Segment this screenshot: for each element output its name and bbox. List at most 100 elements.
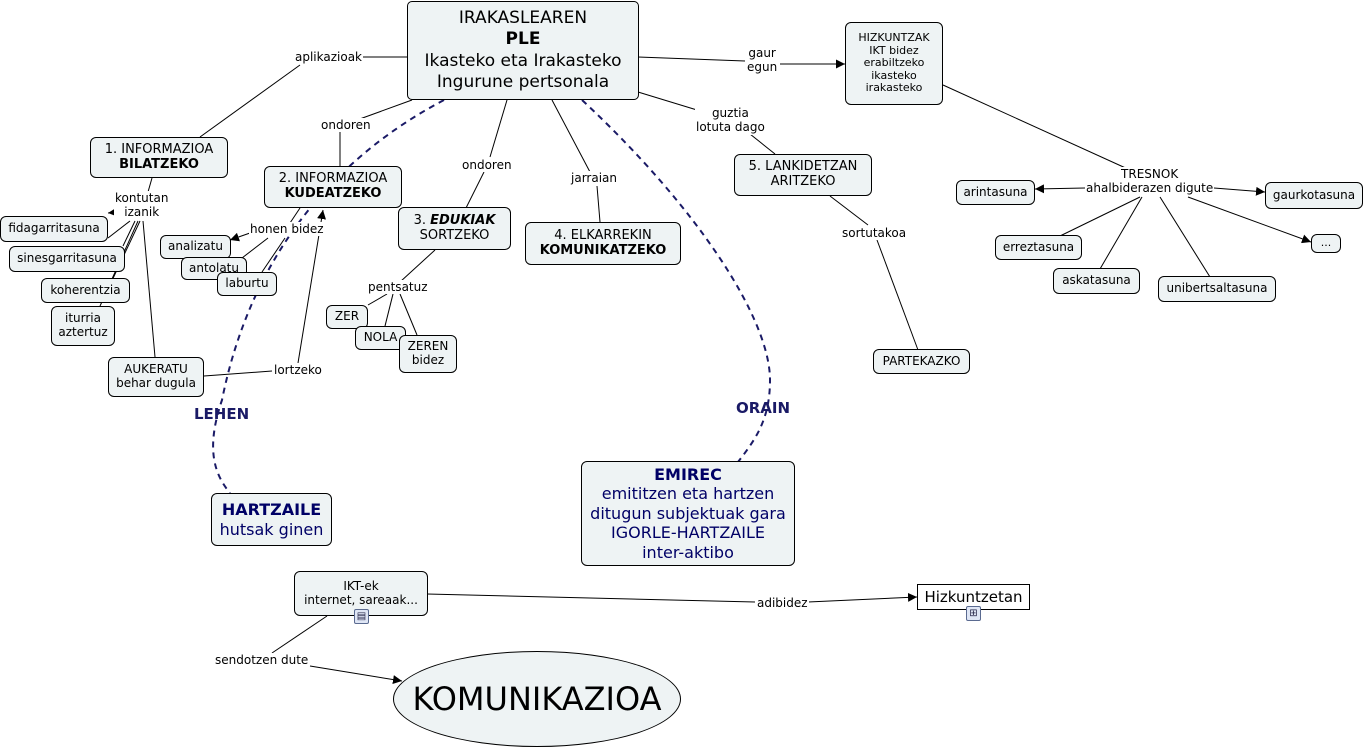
edge-hizkuntzak-tresnok bbox=[942, 84, 1131, 171]
edge-adibidez-hizkuntzetan bbox=[807, 592, 918, 603]
node-partekazko[interactable]: PARTEKAZKO bbox=[873, 349, 970, 374]
emirec-line5: inter-aktibo bbox=[642, 542, 734, 562]
tresnok-line2: ahalbiderazen digute bbox=[1086, 181, 1214, 196]
edge-honen-analizatu bbox=[229, 232, 251, 242]
node-more[interactable]: ... bbox=[1311, 234, 1341, 253]
node-askatasuna[interactable]: askatasuna bbox=[1053, 268, 1140, 294]
node-ikt[interactable]: IKT-ek internet, sareaak... bbox=[294, 571, 428, 616]
edge-pentsatuz-zer bbox=[367, 293, 388, 306]
guztia-line1: guztia bbox=[711, 106, 749, 120]
edge-center-ondoren2 bbox=[489, 99, 508, 158]
node-koherentzia[interactable]: koherentzia bbox=[41, 278, 130, 303]
node-hartzaile[interactable]: HARTZAILE hutsak ginen bbox=[211, 493, 332, 546]
node-nola[interactable]: NOLA bbox=[355, 326, 406, 350]
edge-sendotzen-komunikazioa bbox=[309, 665, 403, 684]
node-erreztasuna[interactable]: erreztasuna bbox=[995, 235, 1082, 260]
link-jarraian: jarraian bbox=[570, 171, 618, 186]
ikt-line2: internet, sareaak... bbox=[304, 592, 418, 607]
link-pentsatuz: pentsatuz bbox=[367, 280, 429, 295]
aukeratu-line1: AUKERATU bbox=[124, 362, 188, 377]
link-ondoren-1: ondoren bbox=[320, 118, 372, 133]
node-laburtu[interactable]: laburtu bbox=[217, 272, 277, 296]
hartzaile-line1: HARTZAILE bbox=[221, 499, 322, 519]
hizkuntzak-line5: irakasteko bbox=[865, 81, 923, 95]
node-unibertsaltasuna[interactable]: unibertsaltasuna bbox=[1158, 276, 1276, 302]
node-kudeatzeko[interactable]: 2. INFORMAZIOA KUDEATZEKO bbox=[264, 166, 402, 208]
edge-dashed-lehen bbox=[212, 99, 445, 494]
link-lortzeko: lortzeko bbox=[273, 363, 323, 378]
guztia-line2: lotuta dago bbox=[696, 120, 765, 135]
link-sendotzen: sendotzen dute bbox=[214, 653, 310, 668]
emirec-line4: IGORLE-HARTZAILE bbox=[611, 523, 765, 543]
lankidetzan-line2: ARITZEKO bbox=[770, 174, 836, 189]
elkarrekin-line2: KOMUNIKATZEKO bbox=[539, 242, 667, 258]
edge-tresnok-more bbox=[1187, 196, 1312, 244]
bilatzeko-line1: 1. INFORMAZIOA bbox=[104, 141, 214, 157]
node-sinesgarritasuna[interactable]: sinesgarritasuna bbox=[9, 246, 125, 272]
node-komunikazioa[interactable]: KOMUNIKAZIOA bbox=[393, 651, 681, 747]
link-kontutan: kontutan izanik bbox=[114, 191, 170, 220]
annotation-orain: ORAIN bbox=[736, 399, 791, 417]
edge-kontutan-sinesgarritasuna bbox=[122, 220, 136, 247]
node-zer[interactable]: ZER bbox=[326, 305, 368, 329]
aukeratu-line2: behar dugula bbox=[116, 376, 196, 390]
link-ondoren-2: ondoren bbox=[461, 158, 513, 173]
iturria-line1: iturria bbox=[65, 311, 101, 326]
central-topic-line3: Ikasteko eta Irakasteko bbox=[424, 50, 622, 71]
kontutan-line2: izanik bbox=[124, 205, 160, 220]
edge-tresnok-arintasuna bbox=[1034, 184, 1086, 194]
edukiak-line2: SORTZEKO bbox=[419, 227, 490, 243]
gaur-line2: egun bbox=[747, 60, 778, 75]
node-aukeratu[interactable]: AUKERATU behar dugula bbox=[108, 357, 204, 397]
edukiak-emph: EDUKIAK bbox=[430, 212, 496, 228]
edge-pentsatuz-nola bbox=[384, 293, 394, 327]
node-fidagarritasuna[interactable]: fidagarritasuna bbox=[0, 216, 108, 242]
edge-kontutan-fidagarritasuna bbox=[107, 220, 131, 239]
hizkuntzak-line2: IKT bidez bbox=[869, 43, 919, 57]
bilatzeko-line2: BILATZEKO bbox=[119, 156, 199, 172]
gaur-line1: gaur bbox=[748, 46, 776, 60]
link-honen-bidez: honen bidez bbox=[249, 222, 325, 237]
document-icon[interactable]: ▤ bbox=[354, 609, 369, 624]
node-hizkuntzak[interactable]: HIZKUNTZAK IKT bidez erabiltzeko ikastek… bbox=[845, 22, 943, 105]
node-zeren[interactable]: ZEREN bidez bbox=[399, 335, 457, 373]
concept-map-icon[interactable]: ⊞ bbox=[966, 606, 981, 621]
edge-ikt-sendotzen bbox=[271, 615, 328, 654]
zeren-line1: ZEREN bbox=[407, 339, 449, 354]
node-analizatu[interactable]: analizatu bbox=[160, 235, 231, 259]
hizkuntzak-line4: ikasteko bbox=[871, 68, 917, 82]
node-hizkuntzetan[interactable]: Hizkuntzetan bbox=[917, 584, 1030, 610]
node-iturria[interactable]: iturria aztertuz bbox=[51, 306, 115, 346]
kudeatzeko-line2: KUDEATZEKO bbox=[284, 186, 382, 201]
elkarrekin-line1: 4. ELKARREKIN bbox=[554, 227, 652, 243]
node-lankidetzan[interactable]: 5. LANKIDETZAN ARITZEKO bbox=[734, 154, 872, 196]
node-edukiak[interactable]: 3. EDUKIAK SORTZEKO bbox=[398, 207, 511, 250]
edge-tresnok-gaurkotasuna bbox=[1213, 186, 1266, 196]
emirec-line1: EMIREC bbox=[654, 464, 722, 484]
edge-ikt-adibidez bbox=[426, 593, 756, 603]
iturria-line2: aztertuz bbox=[58, 325, 108, 339]
lankidetzan-line1: 5. LANKIDETZAN bbox=[748, 159, 858, 175]
edge-honen-antolatu bbox=[241, 237, 269, 259]
edge-kudeatzeko-honen bbox=[289, 207, 301, 224]
node-arintasuna[interactable]: arintasuna bbox=[956, 180, 1035, 205]
edge-center-guztia bbox=[637, 91, 698, 111]
node-emirec[interactable]: EMIREC emititzen eta hartzen ditugun sub… bbox=[581, 461, 795, 566]
link-tresnok: TRESNOK ahalbiderazen digute bbox=[1085, 167, 1215, 196]
edge-tresnok-erreztasuna bbox=[1059, 196, 1141, 237]
edukiak-line1: 3. EDUKIAK bbox=[413, 212, 496, 229]
central-topic-ple[interactable]: IRAKASLEAREN PLE Ikasteko eta Irakasteko… bbox=[407, 1, 639, 100]
tresnok-line1: TRESNOK bbox=[1121, 167, 1179, 181]
link-adibidez: adibidez bbox=[756, 596, 809, 611]
node-gaurkotasuna[interactable]: gaurkotasuna bbox=[1265, 182, 1363, 209]
node-bilatzeko[interactable]: 1. INFORMAZIOA BILATZEKO bbox=[90, 137, 228, 178]
edukiak-prefix: 3. bbox=[413, 212, 431, 228]
edge-pentsatuz-zeren bbox=[399, 293, 418, 336]
link-guztia: guztia lotuta dago bbox=[695, 106, 766, 135]
ikt-line1: IKT-ek bbox=[343, 578, 379, 593]
node-elkarrekin[interactable]: 4. ELKARREKIN KOMUNIKATZEKO bbox=[525, 222, 681, 265]
edge-edukiak-pentsatuz bbox=[399, 249, 436, 283]
annotation-lehen: LEHEN bbox=[194, 405, 250, 423]
edge-jarraian-elkarrekin bbox=[596, 185, 601, 223]
